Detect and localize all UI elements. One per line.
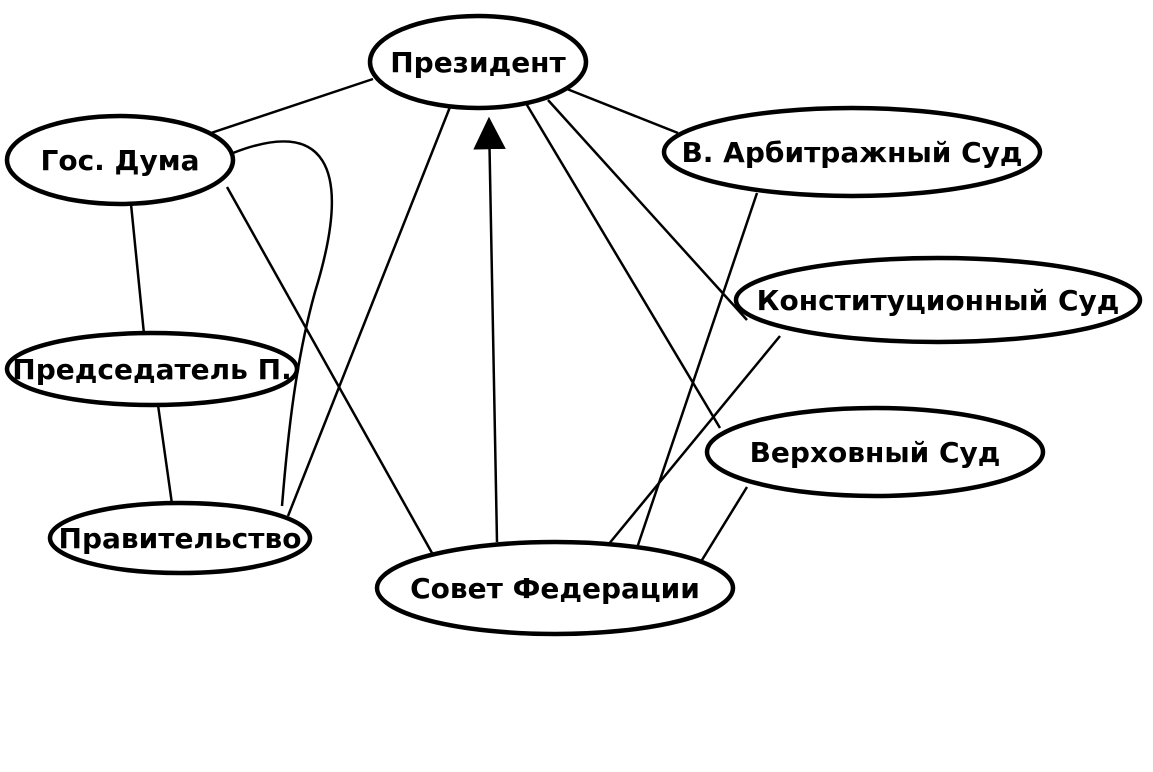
node-konst: Конституционный Суд (733, 255, 1143, 345)
edge-gosduma-sovet (225, 186, 434, 554)
edges-layer (129, 77, 781, 561)
node-president-label: Президент (390, 46, 566, 79)
node-verkh-ellipse (704, 405, 1046, 499)
edge-gosduma-predsedatel (129, 203, 146, 335)
edge-president-konst (547, 99, 748, 321)
node-president: Президент (367, 13, 589, 111)
edge-gosduma-president (207, 77, 374, 136)
edge-sovet-president-arrow (473, 116, 506, 543)
node-pravitelstvo-ellipse (47, 500, 313, 576)
node-gosduma-label: Гос. Дума (40, 144, 199, 177)
node-arbitr: В. Арбитражный Суд (661, 105, 1043, 199)
edge-president-verkh (525, 104, 722, 429)
node-verkh-label: Верховный Суд (750, 436, 1001, 469)
node-pravitelstvo: Правительство (47, 500, 313, 576)
node-arbitr-label: В. Арбитражный Суд (681, 136, 1022, 169)
node-gosduma: Гос. Дума (4, 113, 236, 207)
node-sovet-ellipse (374, 539, 736, 637)
edge-president-pravitelstvo (286, 106, 452, 517)
node-predsedatel: Председатель П. (4, 330, 300, 408)
node-sovet: Совет Федерации (374, 539, 736, 637)
node-predsedatel-ellipse (4, 330, 300, 408)
node-konst-label: Конституционный Суд (757, 284, 1120, 317)
node-gosduma-ellipse (4, 113, 236, 207)
edge-gosduma-pravitelstvo-curve (232, 140, 334, 507)
node-konst-ellipse (733, 255, 1143, 345)
node-pravitelstvo-label: Правительство (59, 522, 302, 555)
edge-president-arbitr (566, 87, 679, 135)
node-predsedatel-label: Председатель П. (12, 353, 291, 386)
node-verkh: Верховный Суд (704, 405, 1046, 499)
edge-predsedatel-pravitelstvo (156, 404, 174, 505)
node-president-ellipse (367, 13, 589, 111)
node-arbitr-ellipse (661, 105, 1043, 199)
edge-sovet-verkh (700, 486, 749, 561)
edge-sovet-arbitr (635, 192, 759, 549)
node-sovet-label: Совет Федерации (410, 572, 700, 605)
nodes-layer: Президент Гос. Дума В. Арбитражный Суд К… (4, 13, 1143, 637)
edge-sovet-konst (607, 335, 781, 546)
